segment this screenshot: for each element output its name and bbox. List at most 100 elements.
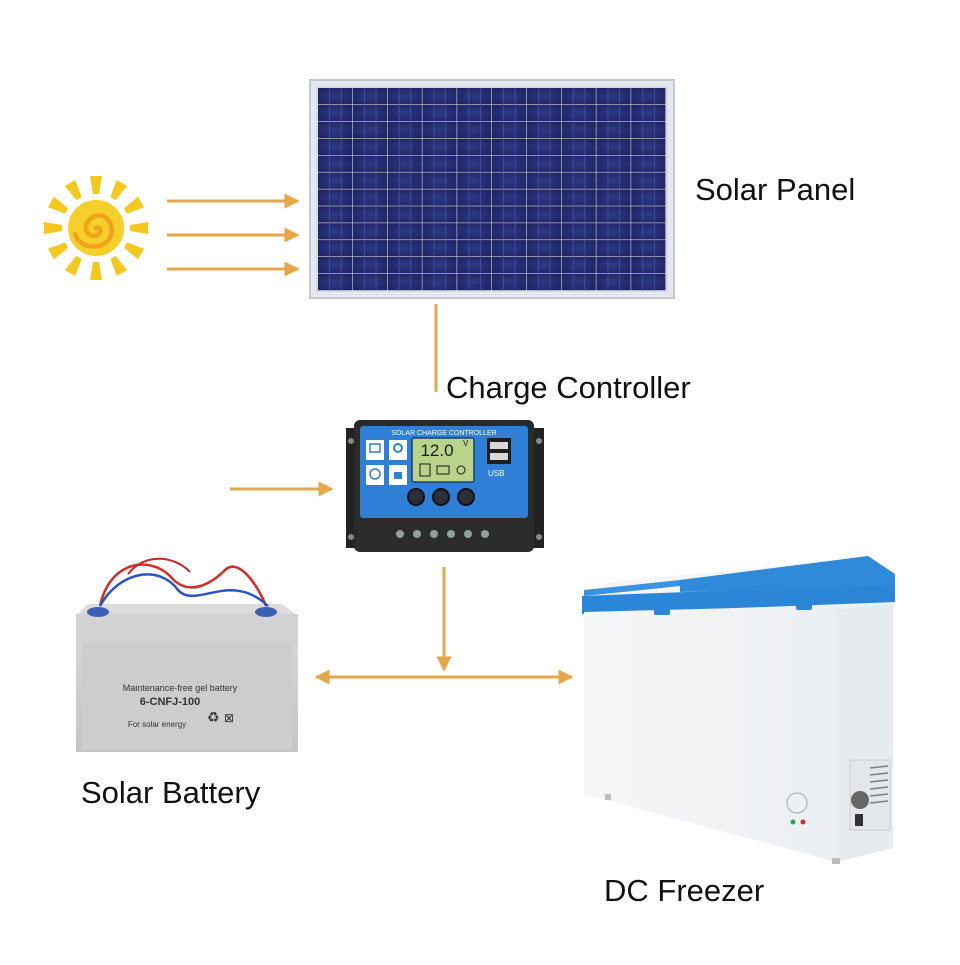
solar-cell: [457, 189, 492, 206]
bin-icon: ⊠: [224, 711, 234, 725]
solar-cell: [318, 88, 353, 105]
solar-cell: [457, 257, 492, 274]
solar-cell: [631, 189, 666, 206]
solar-panel-label: Solar Panel: [695, 172, 856, 207]
solar-cell: [561, 121, 596, 139]
controller-button-right: [457, 488, 475, 506]
solar-cell: [526, 189, 561, 206]
solar-cell: [387, 189, 422, 206]
solar-cell: [596, 189, 631, 206]
solar-cell: [457, 206, 492, 223]
blue-wire: [98, 573, 269, 607]
solar-cell: [318, 104, 353, 122]
solar-cell: [561, 138, 596, 155]
solar-cell: [318, 121, 353, 139]
freezer-handle-left: [654, 595, 670, 615]
solar-cell: [492, 189, 527, 206]
solar-cell: [561, 257, 596, 274]
solar-cell: [422, 155, 457, 172]
solar-cell: [422, 88, 457, 105]
sun-icon: [44, 176, 148, 280]
solar-cell: [387, 223, 422, 240]
solar-cell: [596, 273, 631, 291]
solar-cell: [596, 138, 631, 155]
solar-cell: [596, 206, 631, 223]
solar-cell: [352, 206, 387, 223]
solar-cell: [318, 273, 353, 291]
sunlight-arrows: [167, 193, 300, 277]
solar-cell: [492, 273, 527, 291]
solar-cell: [526, 172, 561, 189]
power-indicator-red: [800, 819, 806, 825]
solar-cell: [457, 223, 492, 240]
solar-cell: [526, 155, 561, 172]
usb-ports: [487, 438, 511, 464]
solar-cell: [352, 172, 387, 189]
solar-cell: [526, 223, 561, 240]
battery-icon: [436, 465, 450, 475]
solar-cell: [561, 189, 596, 206]
solar-cell: [631, 138, 666, 155]
solar-cell: [526, 206, 561, 223]
solar-cell: [318, 189, 353, 206]
solar-cell: [457, 273, 492, 291]
solar-cell: [631, 172, 666, 189]
solar-cell: [526, 104, 561, 122]
solar-cell: [387, 138, 422, 155]
solar-cell: [387, 172, 422, 189]
charge-controller: SOLAR CHARGE CONTROLLER 12.0 V USB: [346, 420, 544, 552]
solar-cell: [596, 240, 631, 257]
solar-cell: [387, 155, 422, 172]
solar-cell: [422, 240, 457, 257]
panel-icon: [419, 463, 431, 477]
solar-cell: [387, 88, 422, 105]
solar-cell: [492, 121, 527, 139]
solar-cell: [387, 206, 422, 223]
solar-cell: [318, 206, 353, 223]
solar-cell: [631, 88, 666, 105]
controller-button-middle: [432, 488, 450, 506]
solar-cell: [318, 257, 353, 274]
solar-cell: [422, 189, 457, 206]
controller-terminals: [396, 530, 489, 538]
charge-controller-label: Charge Controller: [446, 370, 691, 405]
recycle-icon: ♻: [207, 709, 220, 725]
solar-cell: [596, 104, 631, 122]
solar-cell: [422, 223, 457, 240]
solar-cell: [318, 138, 353, 155]
solar-cell: [352, 257, 387, 274]
battery-line3: For solar energy: [128, 720, 186, 729]
battery-terminal-negative: [87, 607, 109, 617]
solar-cell: [387, 273, 422, 291]
solar-cell: [631, 223, 666, 240]
menu-icon: [366, 440, 384, 460]
solar-cell: [492, 206, 527, 223]
solar-cell: [422, 138, 457, 155]
battery-terminal-positive: [255, 607, 277, 617]
solar-cell: [596, 172, 631, 189]
thermostat-knob: [786, 792, 808, 814]
gear-icon: [389, 440, 407, 460]
dc-freezer: [582, 556, 895, 864]
panel-cells: [318, 88, 666, 291]
controller-button-left: [407, 488, 425, 506]
solar-cell: [526, 88, 561, 105]
solar-cell: [422, 172, 457, 189]
solar-cell: [457, 240, 492, 257]
solar-cell: [318, 172, 353, 189]
solar-cell: [457, 104, 492, 122]
lcd-unit: V: [463, 439, 469, 448]
solar-cell: [561, 223, 596, 240]
bulb-icon: [456, 465, 466, 475]
solar-cell: [422, 257, 457, 274]
solar-cell: [457, 155, 492, 172]
battery-model: 6-CNFJ-100: [140, 696, 201, 708]
solar-cell: [492, 138, 527, 155]
solar-cell: [352, 189, 387, 206]
solar-cell: [631, 155, 666, 172]
solar-cell: [318, 223, 353, 240]
solar-cell: [596, 121, 631, 139]
red-wire: [98, 563, 268, 607]
lcd-display: [411, 437, 475, 483]
